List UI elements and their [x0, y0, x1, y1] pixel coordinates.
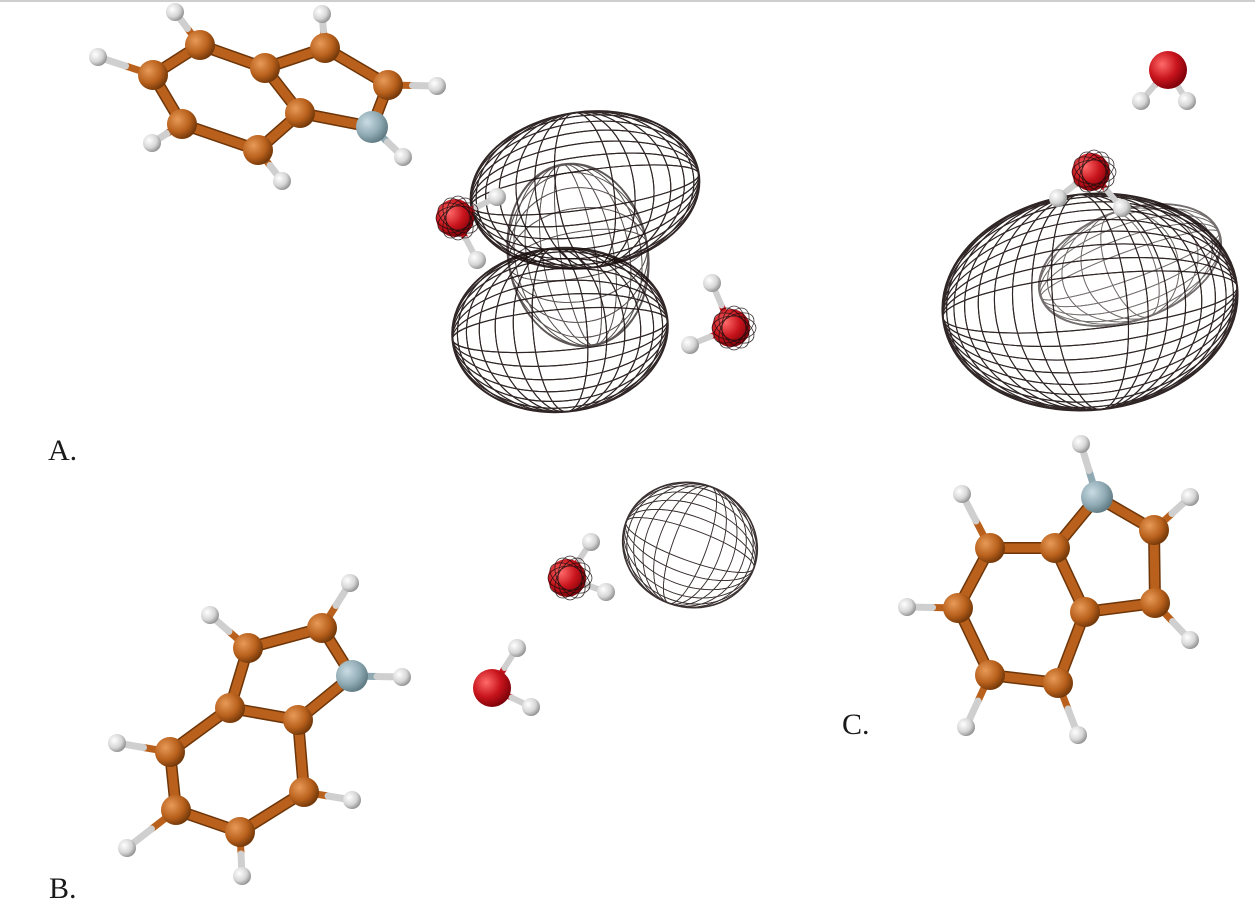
water-c2	[1049, 149, 1131, 217]
hydrogen-atom	[201, 606, 219, 624]
hydrogen-atom	[1072, 435, 1090, 453]
hydrogen-atom	[1132, 92, 1150, 110]
orbital-lobe	[451, 246, 669, 414]
hydrogen-atom	[898, 598, 916, 616]
indole-a	[89, 3, 446, 190]
hydrogen-atom	[143, 134, 161, 152]
oxygen-atom	[473, 669, 511, 707]
water-b1	[547, 533, 615, 601]
hydrogen-atom	[393, 668, 411, 686]
carbon-atom	[161, 795, 191, 825]
orbital-lobe	[506, 162, 650, 348]
hydrogen-atom	[1069, 726, 1087, 744]
water-mini-mesh	[1071, 149, 1117, 195]
panel-label-a: A.	[48, 434, 78, 467]
carbon-atom	[155, 737, 185, 767]
hydrogen-atom	[89, 48, 107, 66]
water-mini-mesh	[435, 195, 481, 241]
carbon-atom	[243, 135, 273, 165]
carbon-atom	[1070, 597, 1100, 627]
carbon-atom	[225, 817, 255, 847]
hydrogen-atom	[166, 3, 184, 21]
orbital-lobe	[941, 192, 1239, 412]
hydrogen-atom	[957, 718, 975, 736]
hydrogen-atom	[522, 698, 540, 716]
oxygen-atom	[1149, 51, 1187, 89]
nitrogen-atom	[1081, 481, 1113, 513]
panel-label-b: B.	[49, 872, 77, 905]
carbon-atom	[1040, 533, 1070, 563]
orbital-lobe	[469, 110, 701, 270]
carbon-atom	[373, 70, 403, 100]
carbon-atom	[975, 660, 1005, 690]
orbital-surface-a	[451, 110, 701, 414]
panel-label-c: C.	[842, 708, 870, 741]
carbon-atom	[233, 633, 263, 663]
nitrogen-atom	[356, 111, 388, 143]
hydrogen-atom	[597, 583, 615, 601]
hydrogen-atom	[488, 188, 506, 206]
carbon-atom	[1139, 515, 1169, 545]
water-a2	[681, 274, 757, 354]
water-mini-mesh	[711, 305, 757, 351]
hydrogen-atom	[681, 336, 699, 354]
orbital-surface-b	[621, 481, 759, 609]
carbon-atom	[975, 533, 1005, 563]
water-b2	[473, 639, 540, 716]
hydrogen-atom	[703, 274, 721, 292]
orbital-isosurfaces	[451, 110, 1239, 609]
carbon-atom	[310, 33, 340, 63]
hydrogen-atom	[313, 5, 331, 23]
carbon-atom	[185, 30, 215, 60]
hydrogen-atom	[1178, 92, 1196, 110]
hydrogen-atom	[508, 639, 526, 657]
carbon-atom	[289, 777, 319, 807]
carbon-atom	[307, 613, 337, 643]
carbon-atom	[167, 109, 197, 139]
hydrogen-atom	[394, 148, 412, 166]
carbon-atom	[1043, 668, 1073, 698]
hydrogen-atom	[108, 734, 126, 752]
carbon-atom	[943, 593, 973, 623]
hydrogen-atom	[1181, 631, 1199, 649]
orbital-surface-c	[941, 192, 1239, 412]
carbon-atom	[285, 98, 315, 128]
carbon-atom	[250, 53, 280, 83]
hydrogen-atom	[468, 251, 486, 269]
orbital-lobe	[621, 481, 759, 609]
orbital-lobe	[1037, 203, 1223, 327]
hydrogen-atom	[233, 867, 251, 885]
hydrogen-atom	[343, 791, 361, 809]
water-mini-mesh	[547, 555, 593, 601]
hydrogen-atom	[273, 172, 291, 190]
nitrogen-atom	[336, 660, 368, 692]
indole-c	[898, 435, 1199, 744]
carbon-atom	[1140, 588, 1170, 618]
hydrogen-atom	[1113, 199, 1131, 217]
indole-b	[108, 574, 411, 885]
carbon-atom	[283, 705, 313, 735]
hydrogen-atom	[1049, 189, 1067, 207]
hydrogen-atom	[428, 77, 446, 95]
carbon-atom	[215, 693, 245, 723]
carbon-atom	[138, 60, 168, 90]
hydrogen-atom	[1181, 488, 1199, 506]
hydrogen-atom	[953, 485, 971, 503]
water-a1	[435, 188, 506, 269]
water-c1	[1132, 51, 1196, 110]
hydrogen-atom	[341, 574, 359, 592]
molecules	[89, 3, 1199, 885]
hydrogen-atom	[118, 839, 136, 857]
hydrogen-atom	[582, 533, 600, 551]
